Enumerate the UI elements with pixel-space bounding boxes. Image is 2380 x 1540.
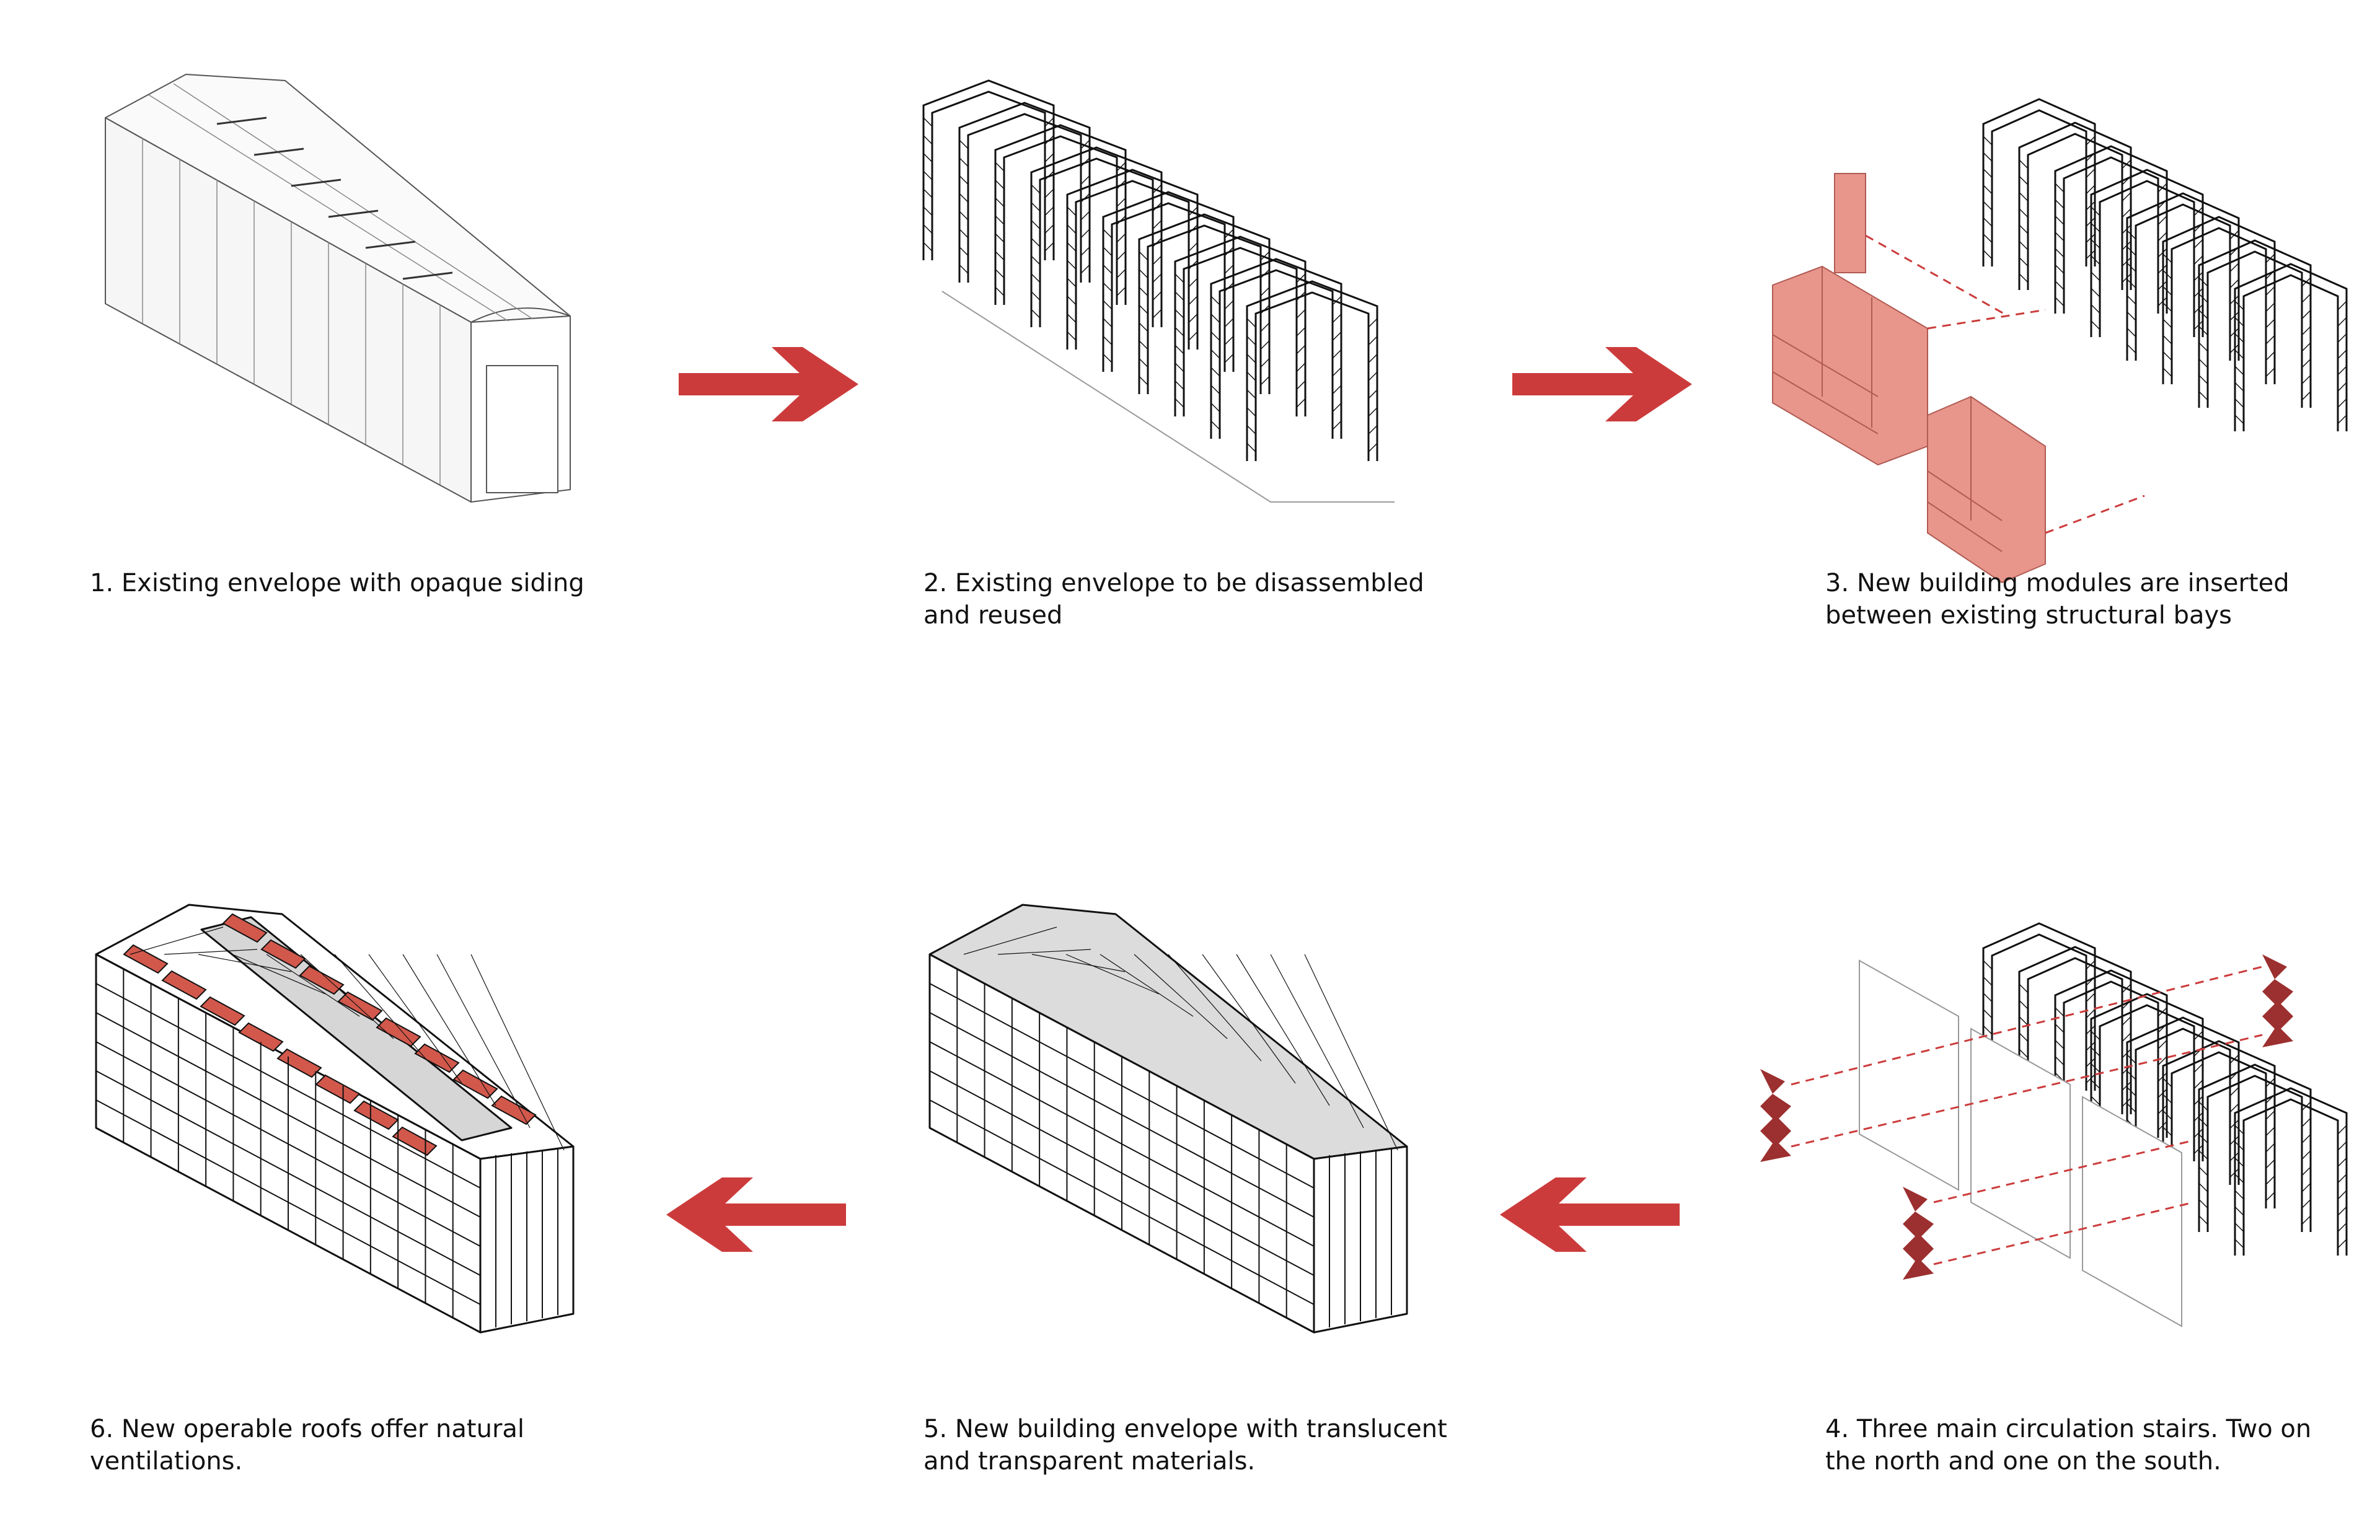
arrow-step1-to-2 bbox=[679, 347, 865, 421]
arrow-step4-to-5 bbox=[1494, 1177, 1680, 1252]
step-2-caption-line2: and reused bbox=[923, 601, 1063, 630]
stair-north-1 bbox=[2262, 954, 2293, 1047]
step-6-caption-line1: 6. New operable roofs offer natural bbox=[90, 1415, 525, 1443]
step-3-panel bbox=[1748, 50, 2348, 584]
stair-north-2 bbox=[1760, 1069, 1791, 1162]
structural-frame bbox=[2018, 121, 2132, 290]
structural-frame bbox=[2234, 1087, 2348, 1256]
stair-south bbox=[1903, 1187, 1934, 1280]
structural-frame bbox=[2054, 969, 2168, 1138]
step-1-panel bbox=[81, 56, 638, 564]
step-6-panel bbox=[77, 880, 635, 1388]
step-2-caption: 2. Existing envelope to be disassembled … bbox=[923, 567, 1424, 631]
modules-inserted-drawing bbox=[1772, 98, 2348, 584]
arrow-left-icon bbox=[1500, 1177, 1680, 1252]
structural-frame bbox=[2234, 263, 2348, 431]
structural-frame bbox=[2018, 946, 2132, 1114]
operable-roofs-drawing bbox=[95, 904, 575, 1334]
step-4-caption-line2: the north and one on the south. bbox=[1825, 1447, 2221, 1476]
arrow-left-icon bbox=[666, 1177, 846, 1252]
structural-frame bbox=[2090, 993, 2204, 1161]
structural-frame bbox=[2198, 239, 2312, 408]
structural-frame bbox=[1982, 922, 2096, 1091]
step-3-caption: 3. New building modules are inserted bet… bbox=[1825, 567, 2290, 631]
new-envelope-drawing bbox=[928, 904, 1408, 1334]
step-4-caption: 4. Three main circulation stairs. Two on… bbox=[1825, 1413, 2311, 1477]
structural-frame bbox=[2198, 1063, 2312, 1232]
step-3-caption-line2: between existing structural bays bbox=[1825, 601, 2232, 630]
circulation-stairs-drawing bbox=[1760, 922, 2348, 1327]
step-5-panel bbox=[911, 880, 1469, 1388]
arrow-step2-to-3 bbox=[1512, 347, 1698, 421]
step-1-caption: 1. Existing envelope with opaque siding bbox=[90, 567, 584, 599]
building-modules-group bbox=[1772, 173, 2046, 584]
structural-frame bbox=[1982, 98, 2096, 266]
step-6-caption: 6. New operable roofs offer natural vent… bbox=[90, 1413, 524, 1477]
step-1-caption-line1: 1. Existing envelope with opaque siding bbox=[90, 569, 584, 597]
step-5-caption-line2: and transparent materials. bbox=[923, 1447, 1256, 1476]
structural-frames-drawing bbox=[922, 79, 1395, 503]
structural-frame bbox=[2162, 1040, 2276, 1208]
structural-frame bbox=[2054, 145, 2168, 314]
step-4-caption-line1: 4. Three main circulation stairs. Two on bbox=[1825, 1415, 2312, 1443]
step-4-panel bbox=[1748, 874, 2348, 1382]
structural-frame bbox=[2162, 216, 2276, 384]
step-2-caption-line1: 2. Existing envelope to be disassembled bbox=[923, 569, 1424, 597]
step-6-caption-line2: ventilations. bbox=[90, 1447, 243, 1476]
structural-frame bbox=[2126, 192, 2240, 361]
arrow-right-icon bbox=[679, 347, 858, 421]
step-5-caption: 5. New building envelope with translucen… bbox=[923, 1413, 1447, 1477]
structural-frame bbox=[2126, 1016, 2240, 1185]
arrow-right-icon bbox=[1512, 347, 1692, 421]
arrow-step5-to-6 bbox=[660, 1177, 846, 1252]
step-5-caption-line1: 5. New building envelope with translucen… bbox=[923, 1415, 1447, 1443]
step-2-panel bbox=[911, 43, 1469, 552]
step-3-caption-line1: 3. New building modules are inserted bbox=[1825, 569, 2290, 597]
structural-frame bbox=[2090, 169, 2204, 337]
existing-envelope-drawing bbox=[105, 74, 571, 503]
